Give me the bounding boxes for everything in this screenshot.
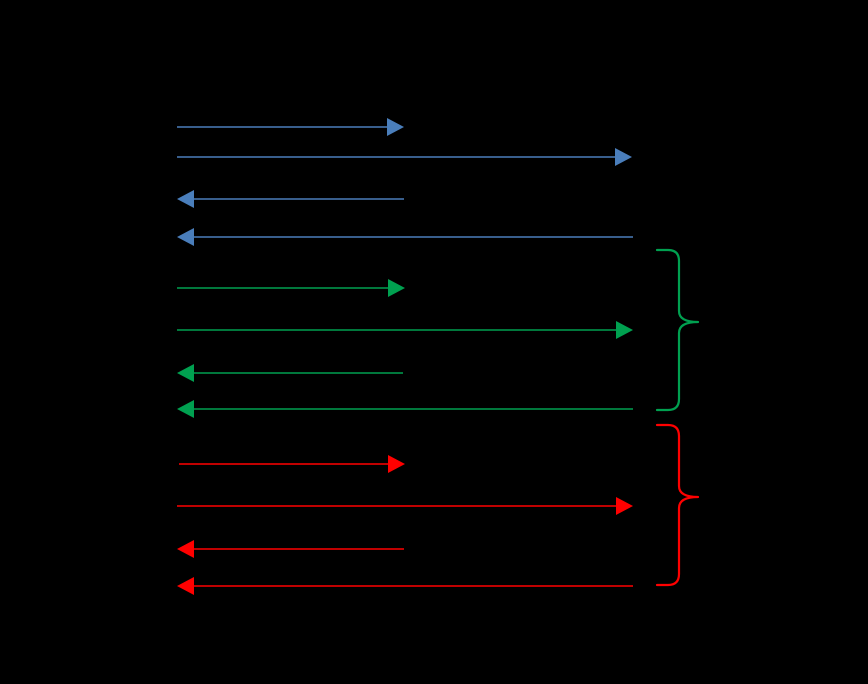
green-arrow-group [177, 279, 633, 418]
red-arrow-2 [177, 497, 633, 515]
green-arrow-3 [177, 364, 403, 382]
blue-arrow-3-head-left-arrowhead-icon [177, 190, 194, 208]
arrows-layer [177, 118, 633, 595]
red-arrow-group [177, 455, 633, 595]
braces-layer [655, 248, 700, 587]
green-arrow-2 [177, 321, 633, 339]
green-arrow-2-head-right-arrowhead-icon [616, 321, 633, 339]
red-arrow-2-head-right-arrowhead-icon [616, 497, 633, 515]
blue-arrow-4-head-left-arrowhead-icon [177, 228, 194, 246]
red-curly-brace [655, 423, 700, 587]
red-arrow-1-head-right-arrowhead-icon [388, 455, 405, 473]
green-arrow-1-head-right-arrowhead-icon [388, 279, 405, 297]
blue-arrow-2-head-right-arrowhead-icon [615, 148, 632, 166]
red-arrow-1 [179, 455, 405, 473]
green-arrow-4 [177, 400, 633, 418]
blue-arrow-group [177, 118, 633, 246]
green-arrow-4-head-left-arrowhead-icon [177, 400, 194, 418]
green-curly-brace [655, 248, 700, 412]
blue-arrow-2 [177, 148, 632, 166]
blue-arrow-3 [177, 190, 404, 208]
red-arrow-3-head-left-arrowhead-icon [177, 540, 194, 558]
red-arrow-4 [177, 577, 633, 595]
blue-arrow-1-head-right-arrowhead-icon [387, 118, 404, 136]
green-arrow-3-head-left-arrowhead-icon [177, 364, 194, 382]
red-arrow-3 [177, 540, 404, 558]
red-arrow-4-head-left-arrowhead-icon [177, 577, 194, 595]
blue-arrow-4 [177, 228, 633, 246]
green-arrow-1 [177, 279, 405, 297]
blue-arrow-1 [177, 118, 404, 136]
